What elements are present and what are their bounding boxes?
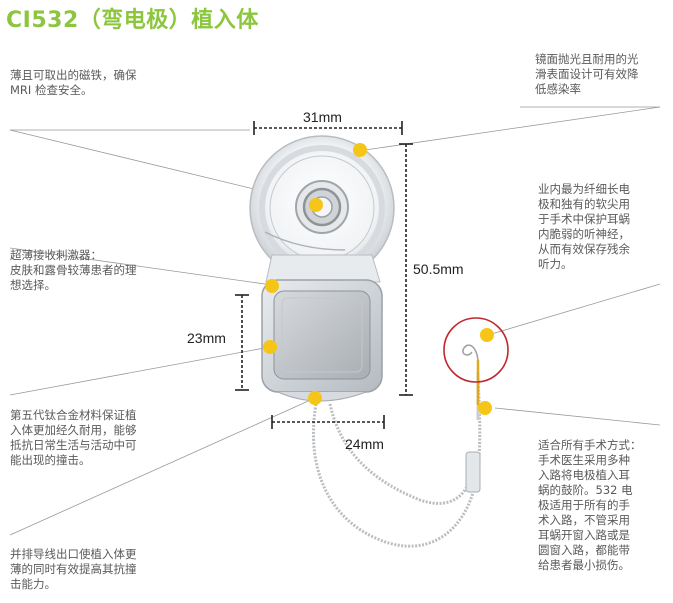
marker-surgery [478,401,492,415]
marker-receiver [265,279,279,293]
dimension-lines [235,121,413,429]
note-titanium: 第五代钛合金材料保证植 入体更加经久耐用，能够 抵抗日常生活与活动中可 能出现的… [10,408,137,467]
marker-magnet [309,198,323,212]
note-lead: 并排导线出口使植入体更 薄的同时有效提高其抗撞 击能力。 [10,547,137,591]
note-surgery: 适合所有手术方式： 手术医生采用多种 入路将电极植入耳 蜗的鼓阶。532 电 极… [538,438,642,572]
leader-lines [9,106,661,536]
electrode-leads [311,371,482,548]
note-magnet: 薄且可取出的磁铁，确保 MRI 检查安全。 [10,68,137,97]
marker-titanium [263,340,277,354]
marker-lead [308,391,322,405]
note-receiver: 超薄接收刺激器： 皮肤和露骨较薄患者的理 想选择。 [10,248,137,292]
dim-height-inner: 23mm [187,330,226,346]
callout-markers [263,143,494,415]
page-title: CI532（弯电极）植入体 [6,8,259,33]
marker-surface [353,143,367,157]
electrode-highlight-ring [443,317,509,383]
dim-width-bottom: 24mm [345,436,384,452]
stimulator-body [261,279,383,402]
marker-electrode [480,328,494,342]
note-surface: 镜面抛光且耐用的光 滑表面设计可有效降 低感染率 [535,52,639,96]
note-electrode: 业内最为纤细长电 极和独有的软尖用 于手术中保护耳蜗 内脆弱的听神经， 从而有效… [538,182,630,271]
dim-height-total: 50.5mm [413,261,464,277]
dim-width-top: 31mm [303,109,342,125]
